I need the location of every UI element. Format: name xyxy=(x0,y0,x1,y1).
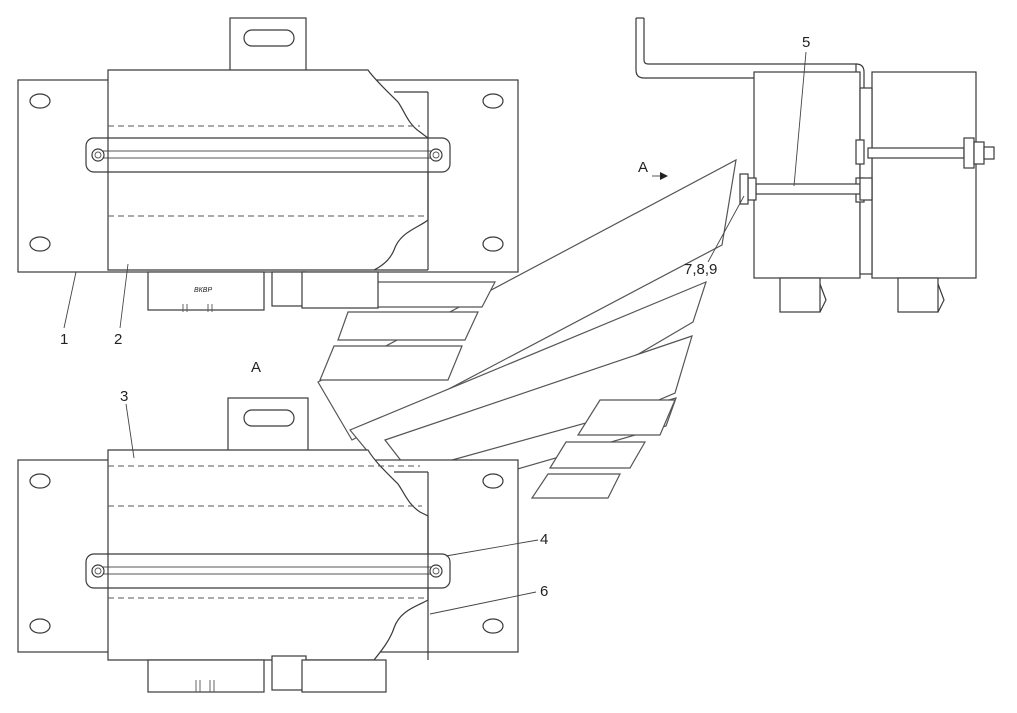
callout-2: 2 xyxy=(114,331,122,348)
connector xyxy=(271,655,307,691)
mount-hole xyxy=(29,93,51,109)
callout-5: 5 xyxy=(802,34,810,51)
connector xyxy=(147,271,265,311)
view-arrow-icon xyxy=(660,172,668,180)
callout-3: 3 xyxy=(120,388,128,405)
left-module xyxy=(753,71,861,279)
mount-hole xyxy=(29,236,51,252)
mount-hole xyxy=(482,473,504,489)
din-rail xyxy=(85,553,451,589)
callout-6: 6 xyxy=(540,583,548,600)
view-a-assembly xyxy=(17,397,519,693)
mount-hole xyxy=(482,236,504,252)
watermark-logo xyxy=(317,158,737,499)
connector xyxy=(301,659,387,693)
screw xyxy=(755,183,861,195)
rail-screw xyxy=(91,564,105,578)
callout-7-8-9: 7,8,9 xyxy=(684,261,717,278)
mount-hole xyxy=(482,93,504,109)
bracket-slot xyxy=(243,29,295,47)
connector xyxy=(779,277,821,313)
din-rail xyxy=(85,137,451,173)
connector xyxy=(271,271,307,307)
mount-hole xyxy=(482,618,504,634)
mount-hole xyxy=(29,618,51,634)
right-module xyxy=(871,71,977,279)
callout-1: 1 xyxy=(60,331,68,348)
connector xyxy=(147,659,265,693)
view-a-title: A xyxy=(251,359,261,376)
bent-bracket xyxy=(635,18,857,79)
connector-mark: ВКВР xyxy=(194,287,212,294)
top-view-assembly: ВКВР xyxy=(17,17,519,312)
rail-screw xyxy=(429,148,443,162)
callout-4: 4 xyxy=(540,531,548,548)
screw xyxy=(867,147,965,159)
connector xyxy=(301,271,379,309)
rail-screw xyxy=(91,148,105,162)
view-arrow-label: A xyxy=(638,159,648,176)
side-view-assembly xyxy=(635,17,995,313)
bracket-slot xyxy=(243,409,295,427)
rail-screw xyxy=(429,564,443,578)
mount-hole xyxy=(29,473,51,489)
connector xyxy=(897,277,939,313)
